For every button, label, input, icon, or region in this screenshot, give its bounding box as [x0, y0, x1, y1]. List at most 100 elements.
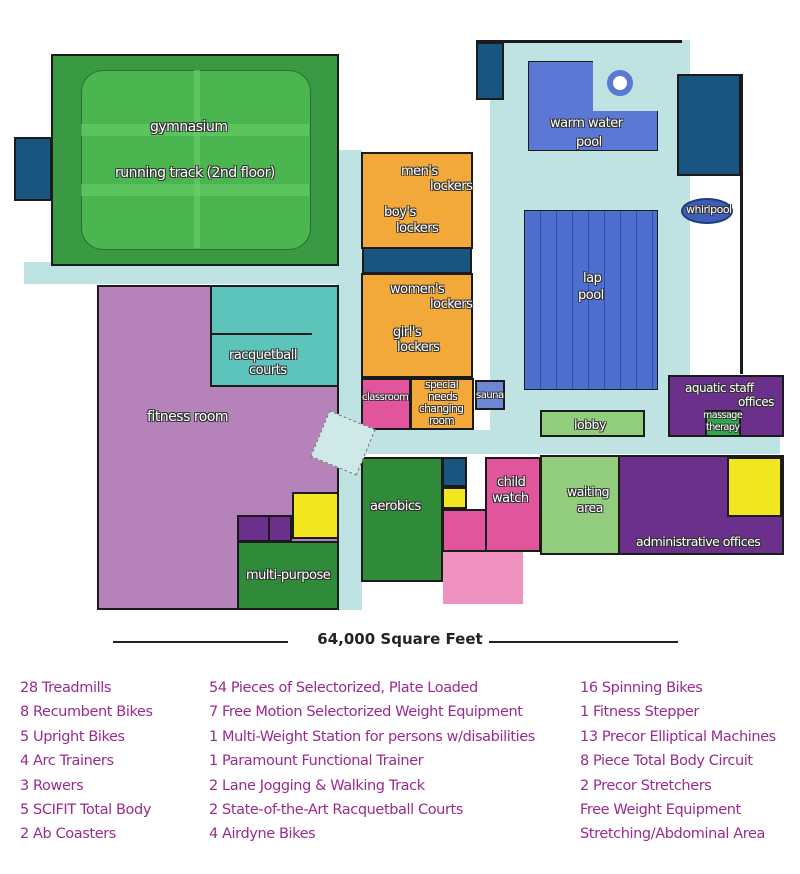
special-needs-label-2: needs [428, 391, 458, 403]
special-needs-label-4: room [429, 415, 455, 427]
mechanical-room-lockers [362, 247, 472, 274]
amenity-item: 8 Recumbent Bikes [20, 704, 153, 721]
boys-lockers-label-1: boy's [384, 205, 416, 220]
footer-rule-right [440, 641, 678, 643]
girls-lockers-label-1: girl's [393, 325, 422, 340]
square-footage-text: 64,000 Square Feet [311, 630, 489, 648]
child-watch-label-1: child [497, 475, 526, 490]
mechanical-room-north [476, 42, 504, 100]
special-needs-changing-room[interactable] [410, 378, 474, 430]
administrative-offices-label: administrative offices [636, 534, 761, 549]
amenity-item: Stretching/Abdominal Area [580, 826, 766, 843]
amenity-item: 8 Piece Total Body Circuit [580, 753, 753, 770]
lap-pool-label-2: pool [578, 288, 604, 303]
amenities-column-3: 16 Spinning Bikes 1 Fitness Stepper 13 P… [580, 676, 776, 847]
mechanical-room-west [14, 137, 52, 201]
amenity-item: 1 Multi-Weight Station for persons w/dis… [209, 728, 535, 745]
massage-therapy-label-1: massage [703, 410, 743, 421]
lap-pool[interactable] [524, 210, 658, 390]
special-needs-label-3: changing [419, 403, 464, 415]
mens-lockers-label-1: men's [401, 164, 438, 179]
amenity-item: 1 Fitness Stepper [580, 704, 699, 721]
amenities-column-1: 28 Treadmills 8 Recumbent Bikes 5 Uprigh… [20, 676, 153, 847]
whirlpool[interactable] [681, 198, 733, 224]
multi-purpose-label: multi-purpose [246, 568, 331, 583]
amenities-column-2: 54 Pieces of Selectorized, Plate Loaded … [209, 676, 535, 847]
outdoor-play-area [443, 552, 523, 604]
amenity-item: 13 Precor Elliptical Machines [580, 728, 776, 745]
classroom-label: classroom [362, 392, 409, 403]
warm-water-pool-label-1: warm water [550, 116, 623, 131]
waiting-area-label-1: waiting [567, 484, 610, 499]
square-footage: 64,000 Square Feet [0, 630, 800, 648]
hallway-north [24, 262, 344, 284]
warm-water-pool[interactable] [528, 61, 660, 151]
classroom[interactable] [361, 378, 411, 430]
amenity-item: 7 Free Motion Selectorized Weight Equipm… [209, 704, 523, 721]
massage-therapy-label-2: therapy [706, 422, 740, 433]
court-centerline [194, 70, 200, 248]
court-divider [212, 333, 312, 335]
amenity-item: 54 Pieces of Selectorized, Plate Loaded [209, 680, 478, 696]
floor-plan: gymnasium running track (2nd floor) fitn… [14, 40, 784, 610]
massage-therapy[interactable] [705, 410, 741, 437]
amenity-item: 3 Rowers [20, 777, 84, 794]
office-fitness-1 [237, 515, 270, 542]
amenity-item: 4 Arc Trainers [20, 753, 114, 770]
hallway-west-spine [336, 150, 362, 610]
aerobics-room[interactable] [361, 457, 443, 582]
racquetball-label-2: courts [249, 363, 287, 378]
pool-north-wall [476, 40, 682, 43]
amenity-item: 16 Spinning Bikes [580, 680, 703, 696]
amenity-item: 2 Ab Coasters [20, 826, 116, 843]
aquatic-staff-offices-label-1: aquatic staff [685, 381, 754, 395]
aquatic-staff-offices-label-2: offices [738, 395, 774, 409]
office-fitness-2 [268, 515, 292, 542]
womens-lockers[interactable] [361, 273, 473, 378]
womens-lockers-label-1: women's [390, 282, 445, 297]
lap-pool-label-1: lap [583, 271, 602, 286]
court-stripe-1 [81, 124, 309, 136]
whirlpool-label: whirlpool [686, 203, 732, 216]
mechanical-room-aerobics [442, 457, 467, 487]
amenity-item: 2 Lane Jogging & Walking Track [209, 777, 425, 794]
womens-lockers-label-2: lockers [430, 297, 473, 312]
boys-lockers-label-2: lockers [396, 221, 439, 236]
running-track-label: running track (2nd floor) [115, 165, 275, 181]
child-watch-label-2: watch [492, 491, 529, 506]
restroom-fitness [292, 492, 339, 539]
warm-water-pool-label-2: pool [576, 135, 602, 150]
mens-lockers-label-2: lockers [430, 179, 473, 194]
aerobics-label: aerobics [370, 499, 421, 514]
multi-purpose-room[interactable] [237, 541, 339, 610]
admin-restroom [727, 457, 782, 517]
amenity-item: 5 SCIFIT Total Body [20, 802, 151, 819]
child-watch[interactable] [485, 457, 541, 552]
child-watch-annex [442, 509, 487, 552]
amenity-item: 28 Treadmills [20, 680, 112, 696]
gymnasium[interactable] [51, 54, 339, 266]
special-needs-label-1: special [425, 379, 459, 391]
sauna-label: sauna [476, 390, 504, 401]
amenity-item: Free Weight Equipment [580, 802, 741, 819]
restroom-aerobics [442, 487, 467, 509]
sauna[interactable] [475, 380, 505, 410]
waiting-area-label-2: area [577, 500, 603, 515]
east-wall [740, 74, 743, 374]
footer-rule-left [113, 641, 288, 643]
amenity-item: 5 Upright Bikes [20, 728, 125, 745]
mens-lockers[interactable] [361, 152, 473, 249]
court-stripe-2 [81, 184, 309, 196]
fitness-room-label: fitness room [147, 409, 229, 425]
girls-lockers-label-2: lockers [397, 340, 440, 355]
slide-ring [607, 70, 633, 96]
mechanical-room-east [677, 74, 741, 176]
amenity-item: 2 Precor Stretchers [580, 777, 712, 794]
racquetball-label-1: racquetball [229, 348, 298, 363]
amenity-item: 2 State-of-the-Art Racquetball Courts [209, 802, 463, 819]
lobby-label: lobby [574, 417, 606, 432]
amenity-item: 1 Paramount Functional Trainer [209, 753, 424, 770]
amenity-item: 4 Airdyne Bikes [209, 826, 316, 843]
racquetball-courts[interactable] [210, 285, 339, 387]
lobby[interactable] [540, 410, 645, 437]
